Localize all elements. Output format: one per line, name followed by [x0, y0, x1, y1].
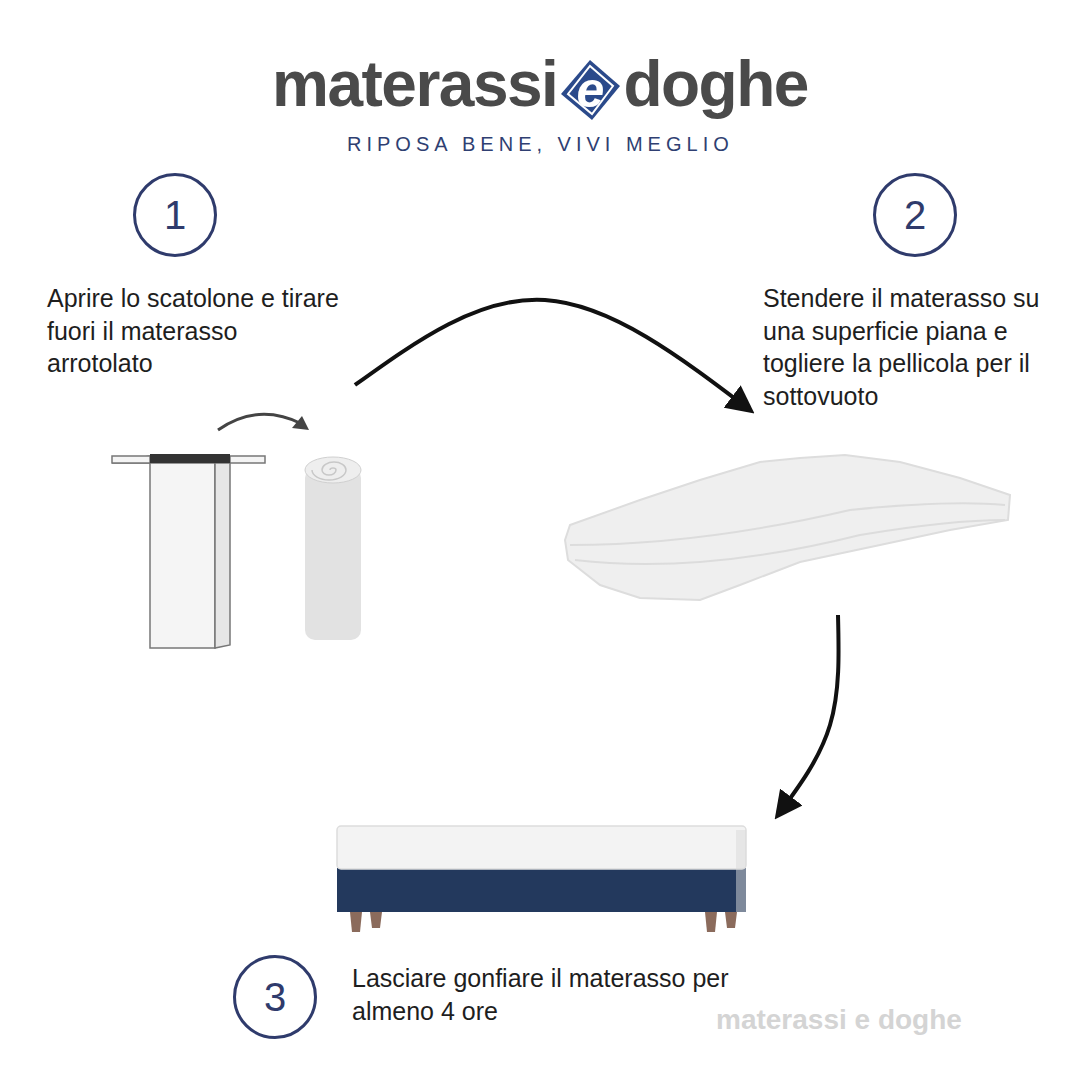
step-circle: 3 — [233, 955, 317, 1039]
bed-illustration — [337, 826, 746, 932]
box-illustration — [112, 454, 265, 648]
step-number: 2 — [904, 195, 926, 235]
logo-mark: e — [558, 58, 622, 122]
step-group: 1Aprire lo scatolone e tirare fuori il m… — [40, 170, 355, 650]
step-circle: 2 — [873, 173, 957, 257]
step-number: 1 — [164, 195, 186, 235]
flow-arrow — [778, 615, 839, 815]
step-group: 3 Lasciare gonfiare il materasso per alme… — [230, 815, 790, 1045]
step-description: Lasciare gonfiare il materasso per almen… — [352, 962, 772, 1027]
step-circle: 1 — [133, 173, 217, 257]
tagline: RIPOSA BENE, VIVI MEGLIO — [347, 134, 734, 154]
rolled-mattress — [305, 457, 361, 640]
step-description: Stendere il materasso su una superficie … — [763, 282, 1071, 412]
logo-word-text: materassi — [272, 48, 557, 120]
logo-mark-text: e — [576, 65, 604, 115]
step-number: 3 — [264, 977, 286, 1017]
step-group: 2Stendere il materasso su una superficie… — [750, 170, 1075, 615]
logo-diamond — [568, 66, 613, 114]
small-arrow — [218, 414, 309, 430]
tagline-text: RIPOSA BENE, VIVI MEGLIO — [347, 133, 734, 155]
flow-arrow — [355, 300, 750, 410]
unrolled-mattress — [565, 455, 1010, 600]
step-description: Aprire lo scatolone e tirare fuori il ma… — [47, 282, 347, 380]
logo-word: materassi — [272, 52, 557, 116]
watermark-text: materassi e doghe — [716, 1004, 962, 1035]
logo-word: doghe — [623, 52, 807, 116]
watermark: materassi e doghe — [716, 1006, 962, 1034]
logo-diamond — [561, 60, 620, 120]
logo-word-text: doghe — [623, 48, 807, 120]
